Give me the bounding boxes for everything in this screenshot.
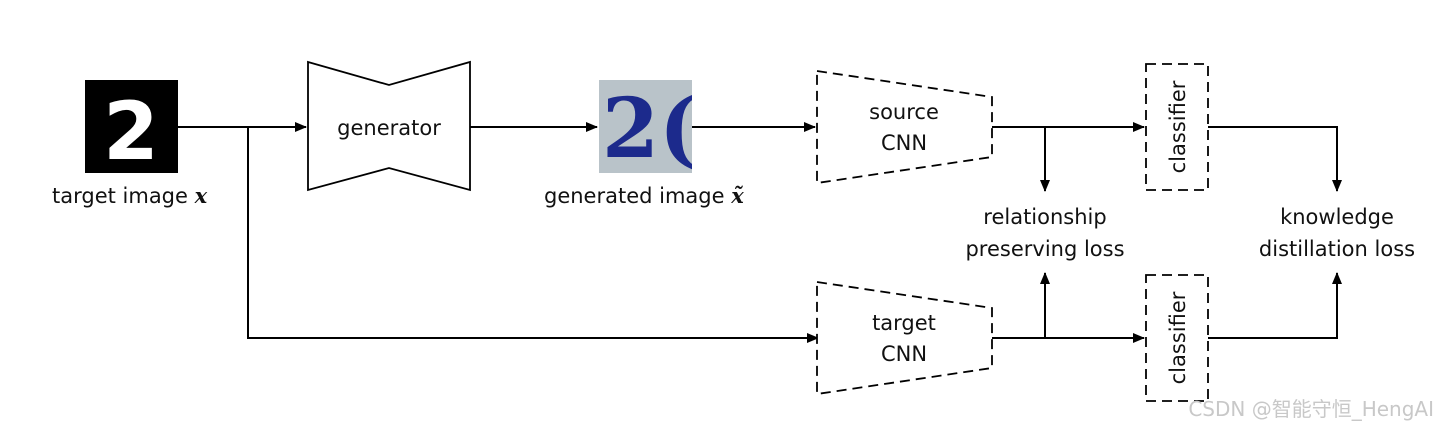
generated-image-caption: generated image x̃ [544,183,744,208]
generator-label: generator [337,116,441,140]
generated-image-variable: x̃ [730,183,744,208]
rp-loss-label-line2: preserving loss [965,237,1124,261]
classifier-bottom-label: classifier [1166,291,1190,384]
generator-shape [307,60,471,192]
generated-digit: 2( [602,81,698,177]
classifier-top-block [1145,63,1209,191]
watermark: CSDN @智能守恒_HengAI [1188,397,1434,421]
rp-loss-label-line1: relationship [983,205,1106,229]
classifier-top-label: classifier [1166,80,1190,173]
edge-image-to-target-cnn [247,127,819,343]
classifier-bottom-block [1145,274,1209,402]
target-image-variable: x [194,183,208,208]
source-cnn-block [816,69,993,185]
target-digit: 2 [103,85,159,178]
kd-loss-label-line1: knowledge [1280,205,1394,229]
kd-loss-label-line2: distillation loss [1259,237,1415,261]
source-cnn-label-line1: source [869,100,939,124]
edge-classifier-top-to-kd-loss [1208,126,1342,192]
target-image: 2 [85,80,178,178]
target-cnn-label-line2: CNN [881,342,927,366]
target-cnn-label-line1: target [872,311,936,335]
target-image-caption: target image x [52,183,208,208]
target-cnn-block [816,280,993,396]
edge-classifier-bottom-to-kd-loss [1208,272,1342,339]
source-cnn-label-line2: CNN [881,131,927,155]
generated-image: 2( [599,80,698,177]
